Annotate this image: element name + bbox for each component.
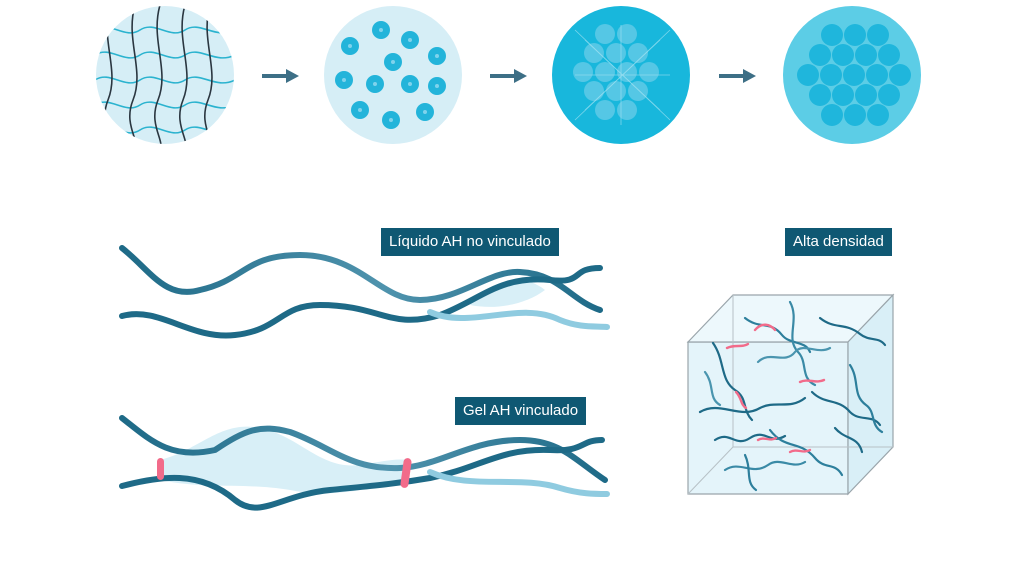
arrow-right-icon — [719, 69, 756, 83]
arrow-right-icon — [490, 69, 527, 83]
stage-2-dispersed-particles — [324, 6, 462, 144]
label-liquid-unlinked: Líquido AH no vinculado — [381, 228, 559, 256]
gel-linked-strands — [119, 415, 610, 511]
arrow-right-icon — [262, 69, 299, 83]
crosslink-marker — [157, 458, 164, 480]
label-high-density: Alta densidad — [785, 228, 892, 256]
liquid-unlinked-strands — [119, 245, 610, 339]
stage-1-fiber-mesh — [96, 6, 234, 144]
stage-4-packed-particles — [783, 6, 921, 144]
label-gel-linked: Gel AH vinculado — [455, 397, 587, 425]
crosslink-marker — [400, 458, 412, 488]
high-density-cube — [686, 293, 895, 496]
stage-3-lattice — [552, 6, 690, 144]
